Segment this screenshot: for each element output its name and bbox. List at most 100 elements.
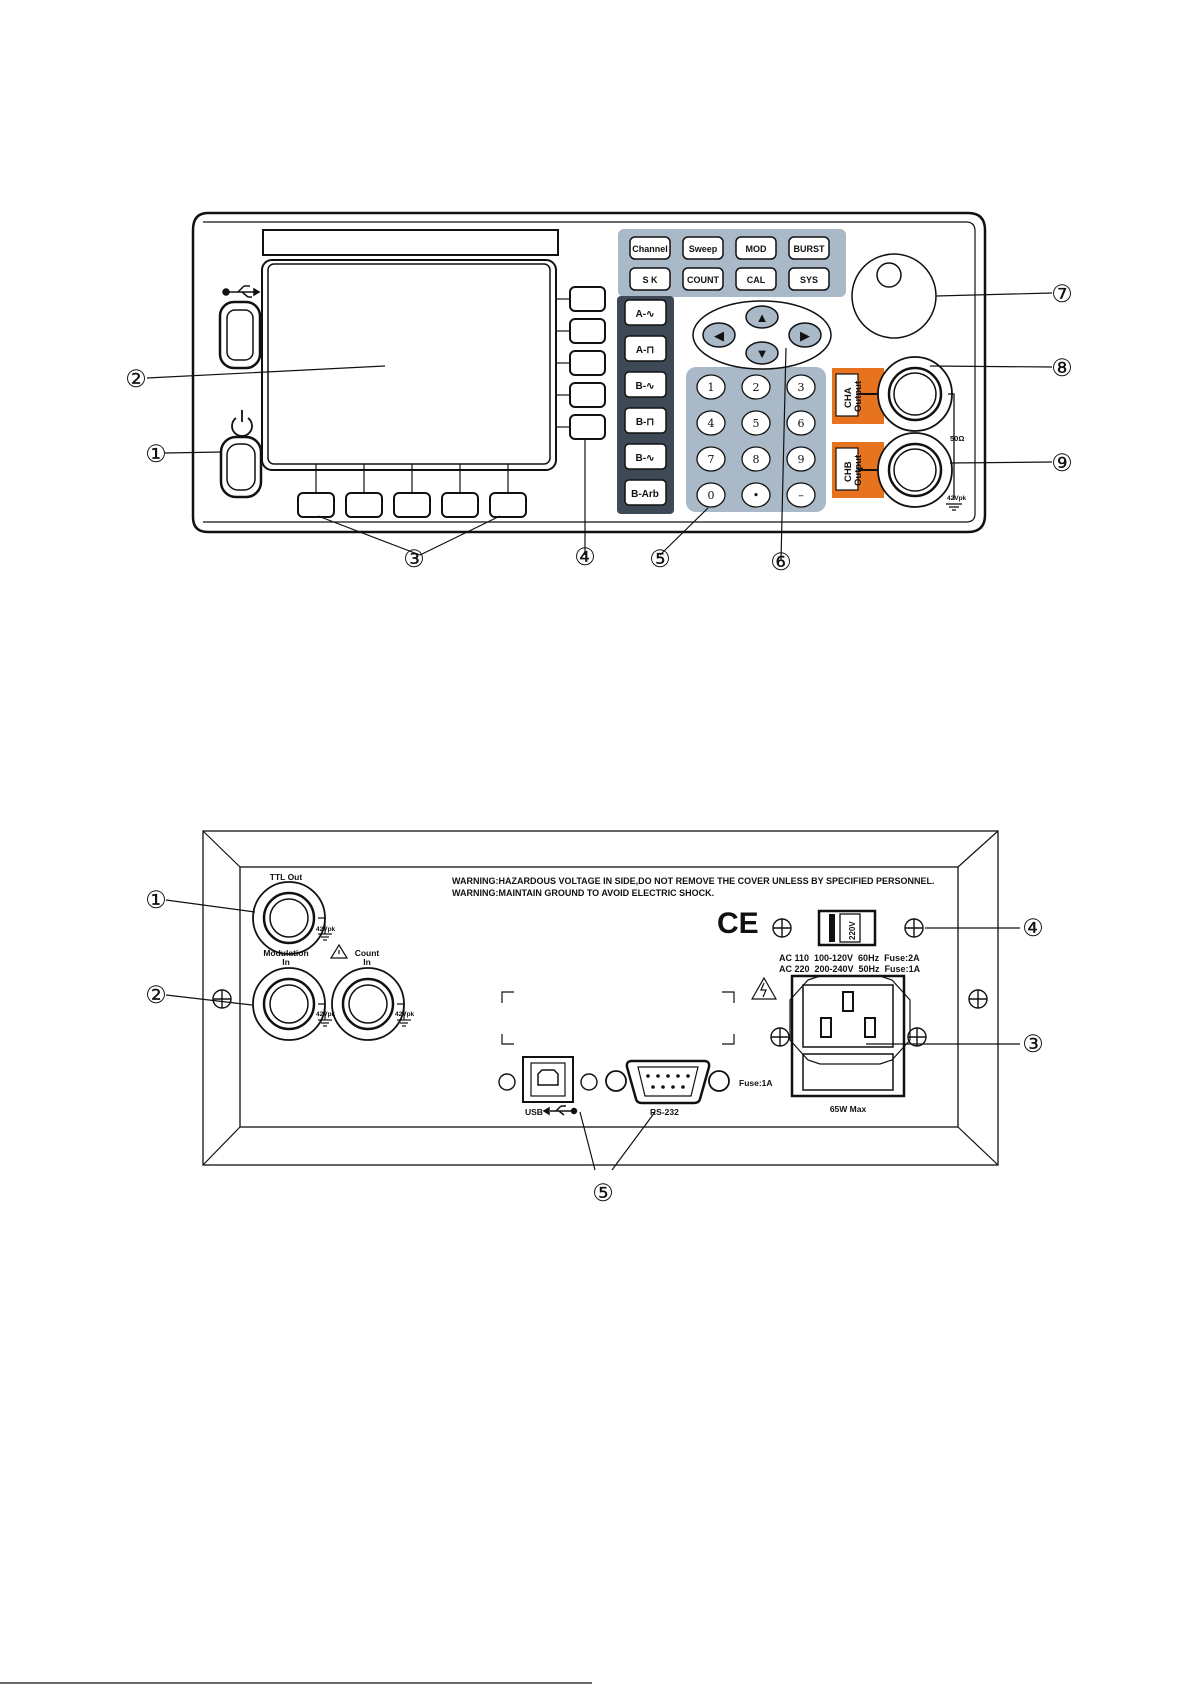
rs232-screw-right — [708, 1070, 730, 1092]
front-callout-1: ① — [145, 440, 167, 468]
nav-left-glyph: ◀ — [714, 328, 724, 343]
key-count[interactable] — [682, 267, 724, 291]
usb-led-left — [498, 1073, 516, 1091]
bottom-softkey-2[interactable] — [345, 492, 383, 518]
count-max-voltage: 42Vpk — [395, 1011, 415, 1018]
front-callout-6: ⑥ — [770, 548, 792, 576]
fuse-drawer[interactable] — [802, 1053, 894, 1091]
key-sys-label: SYS — [800, 275, 818, 285]
wave-key-6[interactable] — [624, 479, 667, 506]
chb-label-line1: CHB — [843, 461, 854, 482]
wave-key-5-label: B-∿ — [636, 453, 655, 464]
key-s-k[interactable] — [629, 267, 671, 291]
bottom-softkey-5[interactable] — [489, 492, 527, 518]
wave-key-3[interactable] — [624, 371, 667, 398]
wave-key-5[interactable] — [624, 443, 667, 470]
side-softkey-1[interactable] — [569, 286, 606, 312]
wave-key-2[interactable] — [624, 335, 667, 362]
front-usb-port[interactable] — [218, 300, 262, 370]
bottom-softkey-4[interactable] — [441, 492, 479, 518]
numpad-key-7[interactable] — [696, 446, 726, 472]
numpad-key-12[interactable] — [786, 482, 816, 508]
usb-led-right — [580, 1073, 598, 1091]
rear-callouts: ① ② ③ ④ ⑤ — [145, 886, 1044, 1207]
side-softkey-2[interactable] — [569, 318, 606, 344]
rs232-screw-left — [605, 1070, 627, 1092]
nav-right-button[interactable] — [788, 322, 822, 348]
key-burst[interactable] — [788, 236, 830, 260]
key-channel[interactable] — [629, 236, 671, 260]
numpad-key-4[interactable] — [696, 410, 726, 436]
rear-outer-frame — [202, 830, 999, 1166]
high-voltage-icon — [750, 976, 778, 1000]
screen-bezel — [261, 259, 557, 471]
nav-up-button[interactable] — [745, 305, 779, 329]
display-top-strip — [262, 229, 559, 256]
side-softkey-4[interactable] — [569, 382, 606, 408]
numpad-key-2[interactable] — [741, 374, 771, 400]
nav-up-glyph: ▲ — [756, 310, 769, 325]
key-sweep[interactable] — [682, 236, 724, 260]
iec-power-socket[interactable] — [790, 974, 906, 1098]
fuse-label: Fuse:1A — [739, 1078, 773, 1088]
key-mod-label: MOD — [746, 244, 767, 254]
rotary-knob[interactable] — [851, 253, 937, 339]
numpad-panel — [686, 367, 826, 512]
key-cal[interactable] — [735, 267, 777, 291]
wave-key-4[interactable] — [624, 407, 667, 434]
front-max-voltage: 42Vpk — [947, 495, 967, 502]
mod-max-voltage: 42Vpk — [316, 1011, 336, 1018]
count-in-label-1: Count — [355, 948, 380, 958]
front-callout-3: ③ — [403, 545, 425, 573]
nav-left-button[interactable] — [702, 322, 736, 348]
bottom-softkey-1[interactable] — [297, 492, 335, 518]
numpad-key-12-label: – — [798, 489, 804, 502]
rear-callout-4: ④ — [1022, 914, 1044, 942]
numpad-key-5-label: 5 — [753, 417, 760, 430]
numpad-key-9[interactable] — [786, 446, 816, 472]
cha-label-line1: CHA — [843, 387, 854, 408]
power-button[interactable] — [219, 435, 263, 499]
wave-key-1[interactable] — [624, 299, 667, 326]
numpad-key-4-label: 4 — [708, 417, 715, 430]
rear-usb-icon — [542, 1105, 578, 1116]
numpad-key-1-label: 1 — [708, 381, 715, 394]
caution-icon — [329, 943, 349, 959]
numpad-key-11[interactable] — [741, 482, 771, 508]
impedance-label: 50Ω — [950, 434, 964, 443]
numpad-key-8[interactable] — [741, 446, 771, 472]
numpad-key-3-label: 3 — [798, 381, 805, 394]
numpad-key-10-label: 0 — [708, 489, 715, 502]
front-callout-7: ⑦ — [1051, 280, 1073, 308]
rs232-port[interactable] — [625, 1059, 711, 1105]
ground-icon — [946, 503, 962, 511]
numpad-key-7-label: 7 — [708, 453, 715, 466]
rear-callout-5: ⑤ — [592, 1179, 614, 1207]
rear-leader-lines — [165, 899, 1020, 1171]
wave-key-1-label: A-∿ — [636, 309, 655, 320]
side-softkey-5[interactable] — [569, 414, 606, 440]
lcd-screen — [267, 263, 551, 465]
numpad-key-8-label: 8 — [753, 453, 760, 466]
numpad-key-5[interactable] — [741, 410, 771, 436]
side-softkey-3[interactable] — [569, 350, 606, 376]
key-sys[interactable] — [788, 267, 830, 291]
key-burst-label: BURST — [794, 244, 826, 254]
front-leader-lines — [146, 292, 1053, 561]
power-rating-label: 65W Max — [830, 1104, 867, 1114]
rear-usb-port[interactable] — [522, 1056, 574, 1103]
nav-down-button[interactable] — [745, 341, 779, 365]
key-mod[interactable] — [735, 236, 777, 260]
numpad-key-3[interactable] — [786, 374, 816, 400]
numpad-key-6[interactable] — [786, 410, 816, 436]
numpad-key-1[interactable] — [696, 374, 726, 400]
bottom-softkey-3[interactable] — [393, 492, 431, 518]
front-callout-4: ④ — [574, 543, 596, 571]
ttl-max-voltage: 42Vpk — [316, 926, 336, 933]
rs232-label: RS-232 — [650, 1107, 679, 1117]
numpad-key-10[interactable] — [696, 482, 726, 508]
voltage-selector-switch[interactable] — [817, 909, 877, 947]
rs232-pins — [646, 1074, 690, 1089]
